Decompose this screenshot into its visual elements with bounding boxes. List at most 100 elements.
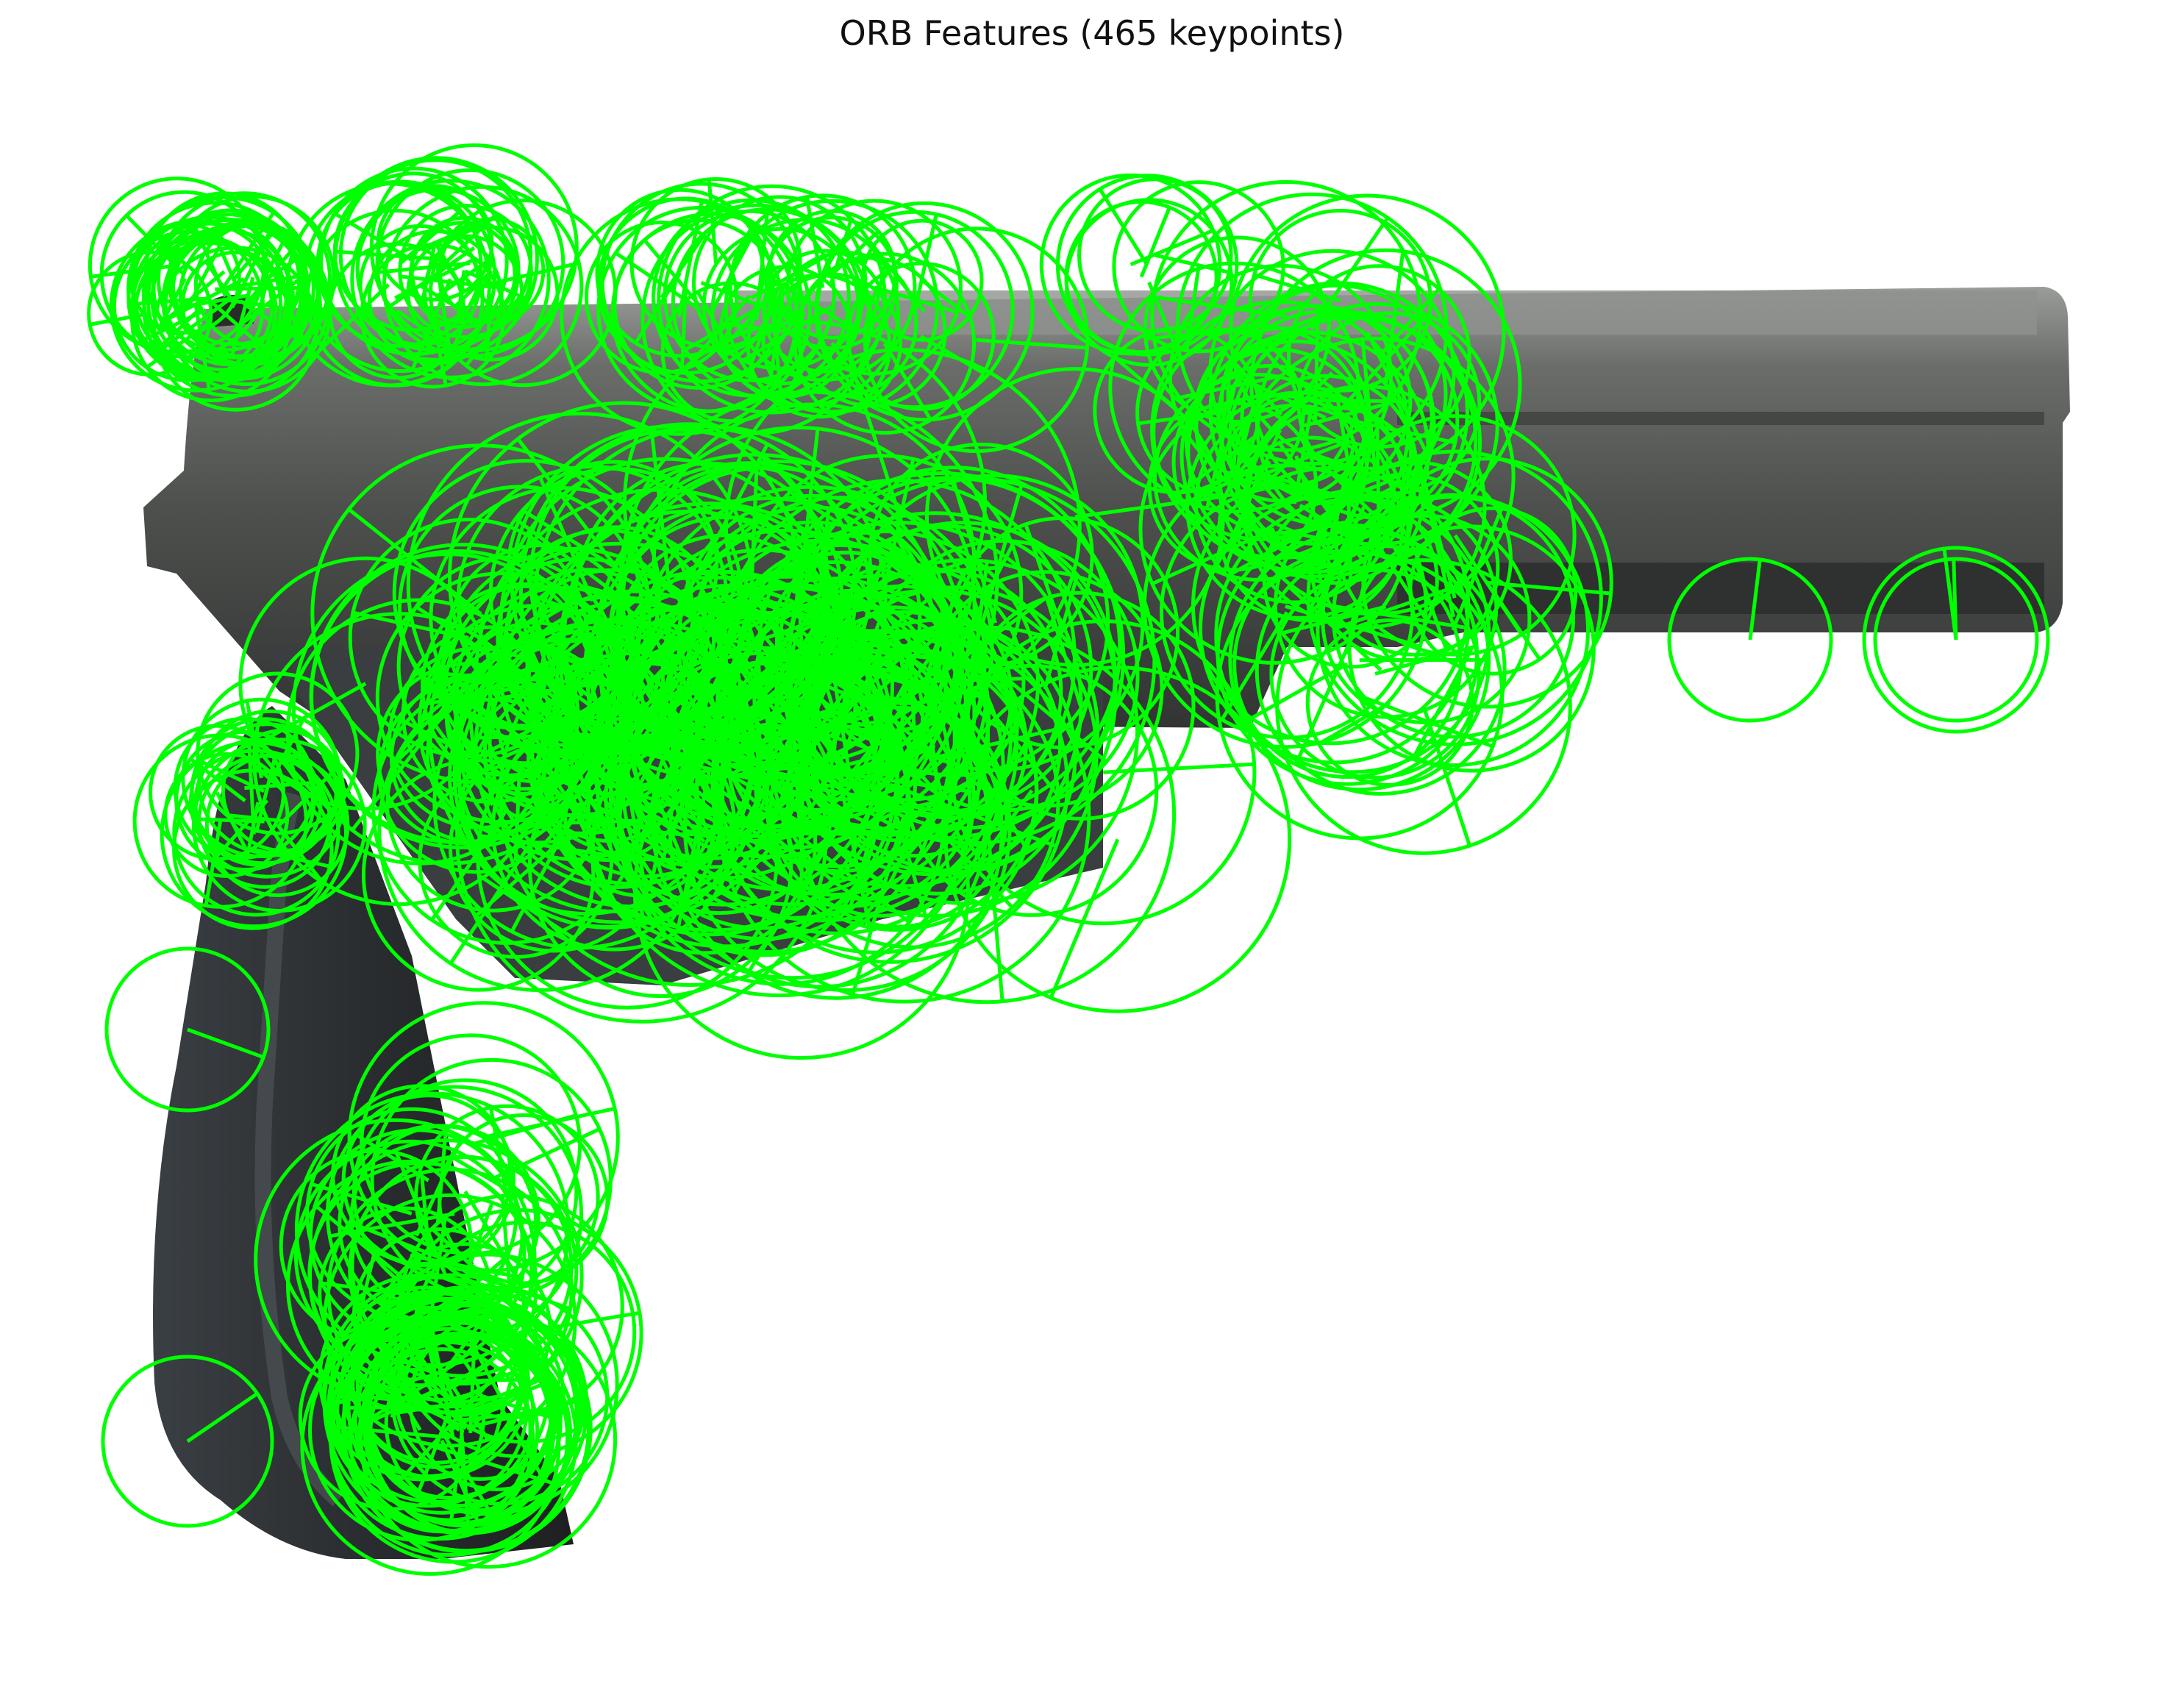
keypoint-circle <box>860 218 984 342</box>
keypoint-orientation <box>954 728 1030 853</box>
keypoint-circle <box>595 188 766 358</box>
keypoint-orientation <box>1220 611 1289 721</box>
keypoint-orientation <box>410 278 452 371</box>
keypoint-orientation <box>1153 295 1287 318</box>
keypoint-circle <box>767 209 897 340</box>
keypoint-orientation <box>1139 207 1171 278</box>
keypoint-circle <box>453 643 614 804</box>
keypoint-orientation <box>521 677 589 720</box>
keypoint-orientation <box>1098 188 1149 266</box>
keypoint-orientation <box>1244 371 1334 460</box>
pistol-grip-edge <box>254 791 344 1507</box>
keypoint-orientation <box>750 249 838 300</box>
keypoint-circle <box>355 1252 619 1516</box>
keypoint-circle <box>710 605 1069 964</box>
keypoint-orientation <box>450 1155 525 1201</box>
keypoint-circle <box>595 459 965 829</box>
keypoint-circle <box>1255 544 1507 796</box>
keypoint-circle <box>406 234 524 352</box>
keypoint-orientation <box>579 583 746 633</box>
keypoint-orientation <box>314 283 390 356</box>
keypoint-orientation <box>456 695 582 777</box>
keypoint-circle <box>1873 557 2039 723</box>
orb-keypoints-layer <box>87 143 2050 1576</box>
keypoint-circle <box>99 190 268 359</box>
keypoint-orientation <box>1330 604 1467 630</box>
keypoint-circle <box>131 221 288 379</box>
keypoint-circle <box>1232 549 1463 779</box>
keypoint-orientation <box>1451 504 1505 631</box>
keypoint-orientation <box>89 311 151 326</box>
keypoint-orientation <box>830 229 880 276</box>
keypoint-circle <box>652 198 851 398</box>
keypoint-orientation <box>1138 410 1221 426</box>
keypoint-circle <box>496 528 716 749</box>
keypoint-circle <box>445 640 600 796</box>
keypoint-orientation <box>985 814 1004 1002</box>
keypoint-orientation <box>526 591 652 643</box>
keypoint-circle <box>329 1290 555 1515</box>
keypoint-orientation <box>679 285 688 374</box>
keypoint-orientation <box>475 741 577 805</box>
keypoint-circle <box>329 1285 523 1479</box>
keypoint-circle <box>1331 495 1576 739</box>
keypoint-orientation <box>1313 306 1320 425</box>
keypoint-orientation <box>278 763 342 827</box>
keypoint-orientation <box>1301 402 1390 429</box>
keypoint-orientation <box>479 733 570 740</box>
keypoint-orientation <box>804 196 825 288</box>
keypoint-circle <box>1667 557 1833 723</box>
keypoint-orientation <box>415 1300 440 1383</box>
figure-title: ORB Features (465 keypoints) <box>839 13 1345 53</box>
keypoint-orientation <box>1296 635 1355 762</box>
keypoint-circle <box>357 1341 540 1522</box>
keypoint-circle <box>348 518 589 759</box>
keypoint-circle <box>501 568 674 741</box>
keypoint-orientation <box>1952 558 1958 640</box>
keypoint-circle <box>333 156 539 362</box>
keypoint-orientation <box>634 271 682 344</box>
keypoint-circle <box>221 728 346 853</box>
keypoint-orientation <box>276 752 333 814</box>
keypoint-orientation <box>1145 327 1238 341</box>
keypoint-orientation <box>208 299 268 353</box>
keypoint-circle <box>377 668 702 992</box>
keypoint-circle <box>178 224 321 367</box>
keypoint-orientation <box>477 873 576 941</box>
keypoint-orientation <box>1285 604 1421 649</box>
keypoint-circle <box>802 632 1028 858</box>
keypoint-circle <box>142 218 323 398</box>
keypoint-orientation <box>460 1381 548 1416</box>
keypoint-orientation <box>453 269 493 309</box>
keypoint-circle <box>728 193 917 382</box>
keypoint-circle <box>702 226 861 386</box>
keypoint-circle <box>1862 546 2050 734</box>
keypoint-orientation <box>332 1424 451 1440</box>
keypoint-orientation <box>545 653 589 729</box>
keypoint-orientation <box>362 1334 422 1431</box>
keypoint-circle <box>764 215 899 351</box>
keypoint-orientation <box>390 1330 423 1419</box>
keypoint-orientation <box>921 279 971 318</box>
keypoint-orientation <box>749 282 782 365</box>
keypoint-orientation <box>730 655 899 718</box>
keypoint-orientation <box>315 1205 413 1288</box>
keypoint-orientation <box>898 596 1048 706</box>
keypoint-orientation <box>268 718 305 784</box>
keypoint-circle <box>943 665 1292 1013</box>
keypoint-circle <box>1229 193 1506 471</box>
keypoint-circle <box>1142 463 1428 749</box>
keypoint-orientation <box>514 517 618 596</box>
keypoint-orientation <box>1049 838 1120 999</box>
keypoint-circle <box>807 618 1063 873</box>
keypoint-orientation <box>424 685 526 707</box>
keypoint-orientation <box>429 1444 554 1485</box>
keypoint-circle <box>361 758 596 992</box>
keypoint-orientation <box>434 257 491 299</box>
keypoint-circle <box>1316 460 1513 657</box>
keypoint-circle <box>398 485 643 731</box>
keypoint-orientation <box>426 1377 521 1384</box>
keypoint-orientation <box>660 234 705 299</box>
keypoint-circle <box>308 1318 532 1542</box>
